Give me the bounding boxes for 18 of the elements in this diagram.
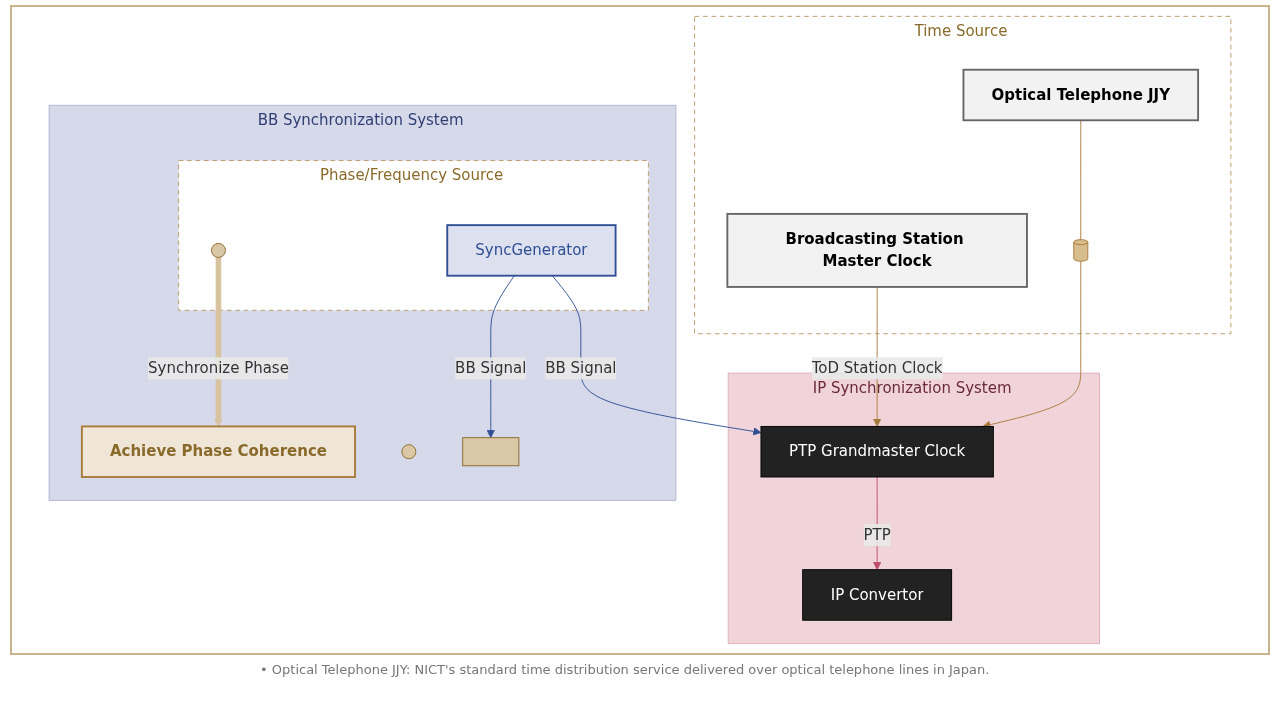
node-box: Achieve Phase Coherence: [80, 425, 356, 478]
node-circle: [401, 444, 417, 460]
node-cylinder: [1073, 239, 1089, 262]
node-box: Broadcasting Station Master Clock: [726, 212, 1028, 288]
arrow: [214, 257, 223, 427]
node-box: SyncGenerator: [446, 224, 617, 277]
footnote: • Optical Telephone JJY: NICT's standard time distribution service delivered over optical telephone lines in Japan.: [260, 662, 990, 677]
edge-label: PTP: [863, 525, 891, 544]
edge-label: Synchronize Phase: [148, 359, 289, 377]
node-box: [462, 437, 520, 467]
edge-label: ToD Station Clock: [811, 359, 943, 377]
node-box: IP Convertor: [802, 569, 953, 621]
node-circle: [210, 242, 226, 258]
edge-label: BB Signal: [545, 359, 617, 377]
connector: [1080, 119, 1082, 241]
edge-label: BB Signal: [455, 359, 527, 377]
node-box: Optical Telephone JJY: [962, 68, 1200, 122]
node-box: PTP Grandmaster Clock: [760, 425, 994, 478]
